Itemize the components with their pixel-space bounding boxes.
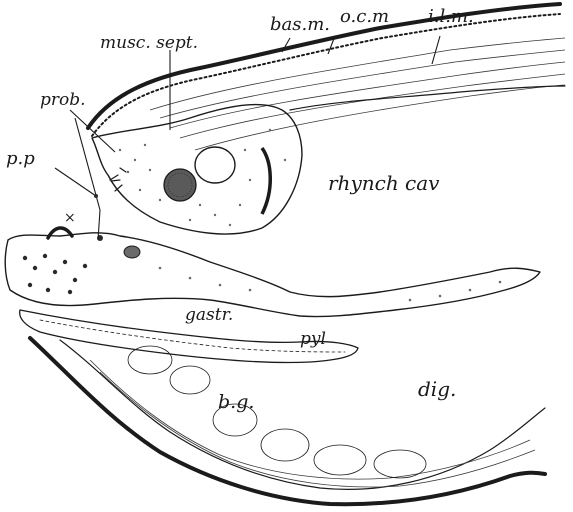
label-pyl: pyl [300, 329, 326, 349]
label-i-l-m: i.l.m. [428, 6, 474, 27]
stippling-gastric [23, 254, 502, 302]
label-bas-m: bas.m. [270, 14, 330, 35]
proboscis-mass [92, 105, 302, 235]
label-gastr: gastr. [185, 305, 233, 325]
label-x-mark: × [64, 210, 76, 226]
gastric-mass [5, 228, 540, 317]
label-o-c-m: o.c.m [340, 6, 389, 27]
label-musc-sept: musc. sept. [100, 33, 198, 53]
label-p-p: p.p [6, 148, 35, 169]
label-prob: prob. [40, 90, 86, 110]
figure-labels: bas.m. o.c.m i.l.m. musc. sept. prob. p.… [6, 6, 474, 413]
leader-lines [55, 36, 440, 240]
label-dig: dig. [418, 377, 456, 401]
label-rhynch-cav: rhynch cav [328, 171, 440, 195]
label-b-g: b.g. [218, 391, 254, 413]
stippling-upper [119, 129, 286, 226]
